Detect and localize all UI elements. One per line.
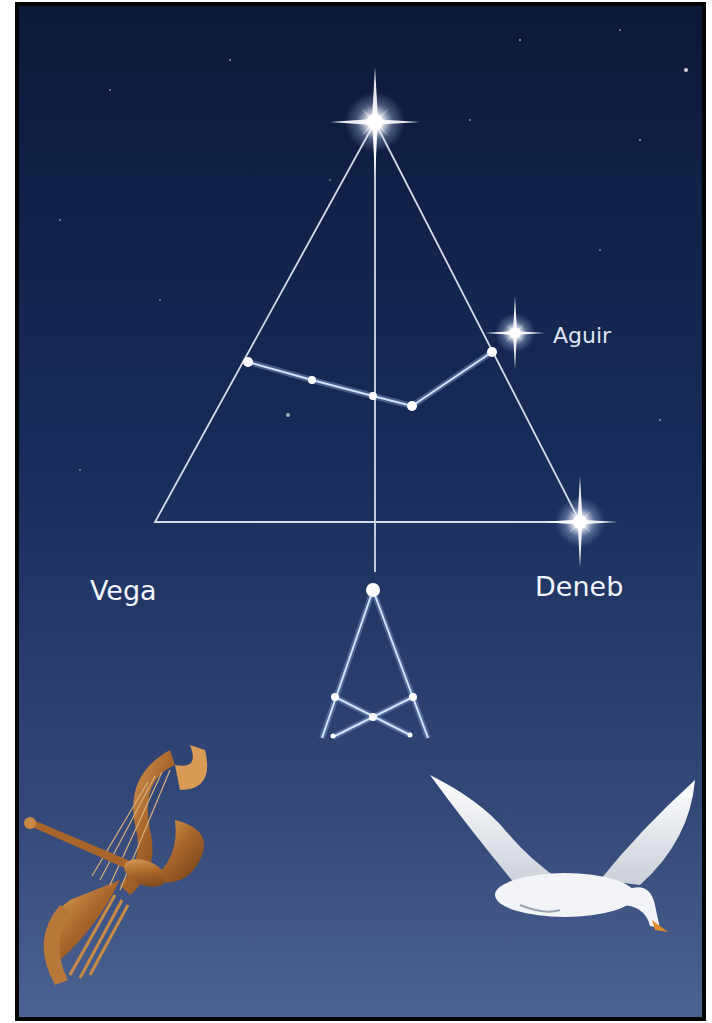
lyra-figure (322, 583, 428, 739)
aquila-figure (243, 347, 497, 411)
bright-star (485, 296, 545, 369)
star-name: Vega (90, 576, 157, 606)
swan-illustration (430, 775, 695, 932)
star-name: Deneb (535, 572, 623, 602)
lyre-illustration (24, 745, 207, 985)
summer-triangle (155, 122, 580, 572)
night-sky (17, 4, 704, 1019)
bright-star (330, 67, 420, 177)
background-stars (59, 29, 688, 471)
star-name: Aguir (553, 324, 611, 348)
bright-star (543, 476, 618, 568)
